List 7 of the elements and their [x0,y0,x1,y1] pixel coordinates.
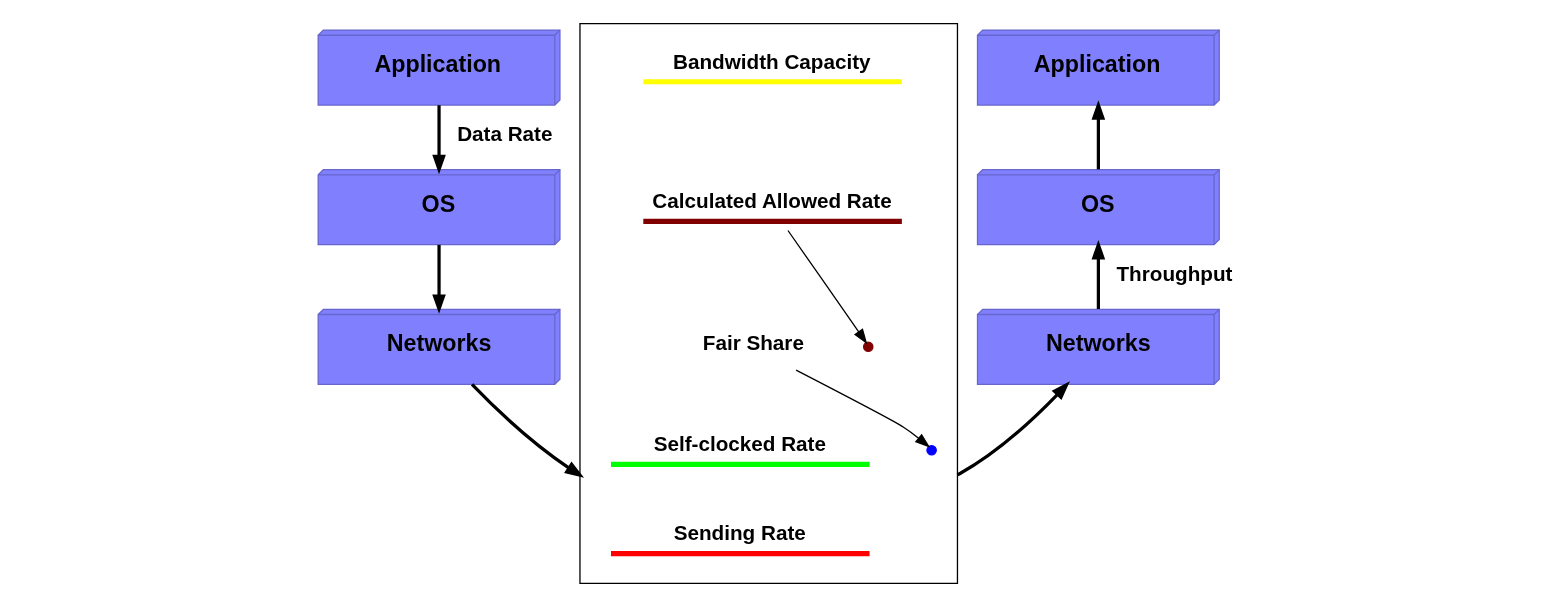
edge-label: Data Rate [456,121,553,145]
node-text: Fair Share [702,331,804,355]
node-label: Sending Rate [673,521,806,545]
node-label: Self-clocked Rate [653,432,826,456]
edge-label: Throughput [1115,261,1232,285]
node-label: Bandwidth Capacity [672,49,871,73]
node-label: Calculated Allowed Rate [651,189,892,213]
